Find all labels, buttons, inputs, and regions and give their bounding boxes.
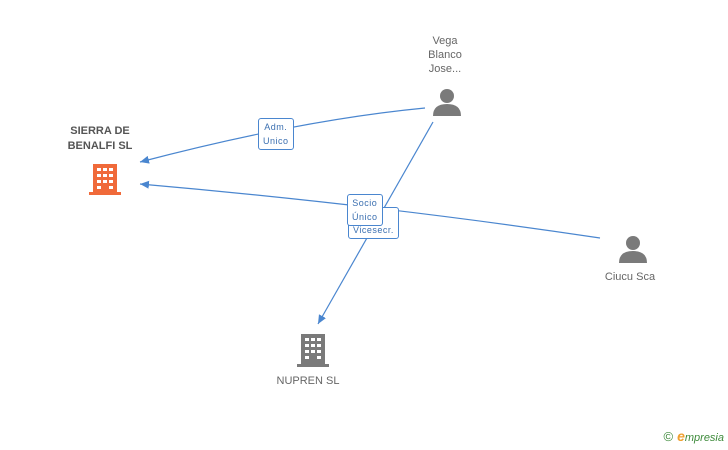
edge-label-socio-unico[interactable]: Socio Único: [347, 194, 383, 226]
person-icon[interactable]: [619, 236, 647, 263]
node-label-sierra-de-benalfi[interactable]: SIERRA DE BENALFI SL: [67, 125, 133, 152]
edge-label-adm-unico[interactable]: Adm. Unico: [258, 118, 294, 150]
node-label-vega-blanco-jose[interactable]: Vega Blanco Jose...: [428, 35, 462, 75]
building-icon[interactable]: [89, 164, 121, 195]
copyright-icon: ©: [663, 428, 674, 444]
node-label-nupren[interactable]: NUPREN SL: [276, 375, 340, 387]
building-icon[interactable]: [297, 334, 329, 367]
node-label-ciucu-sca[interactable]: Ciucu Sca: [604, 271, 656, 283]
empresia-logo: © empresia: [663, 428, 724, 444]
person-icon[interactable]: [433, 89, 461, 116]
brand-name: empresia: [677, 428, 724, 444]
